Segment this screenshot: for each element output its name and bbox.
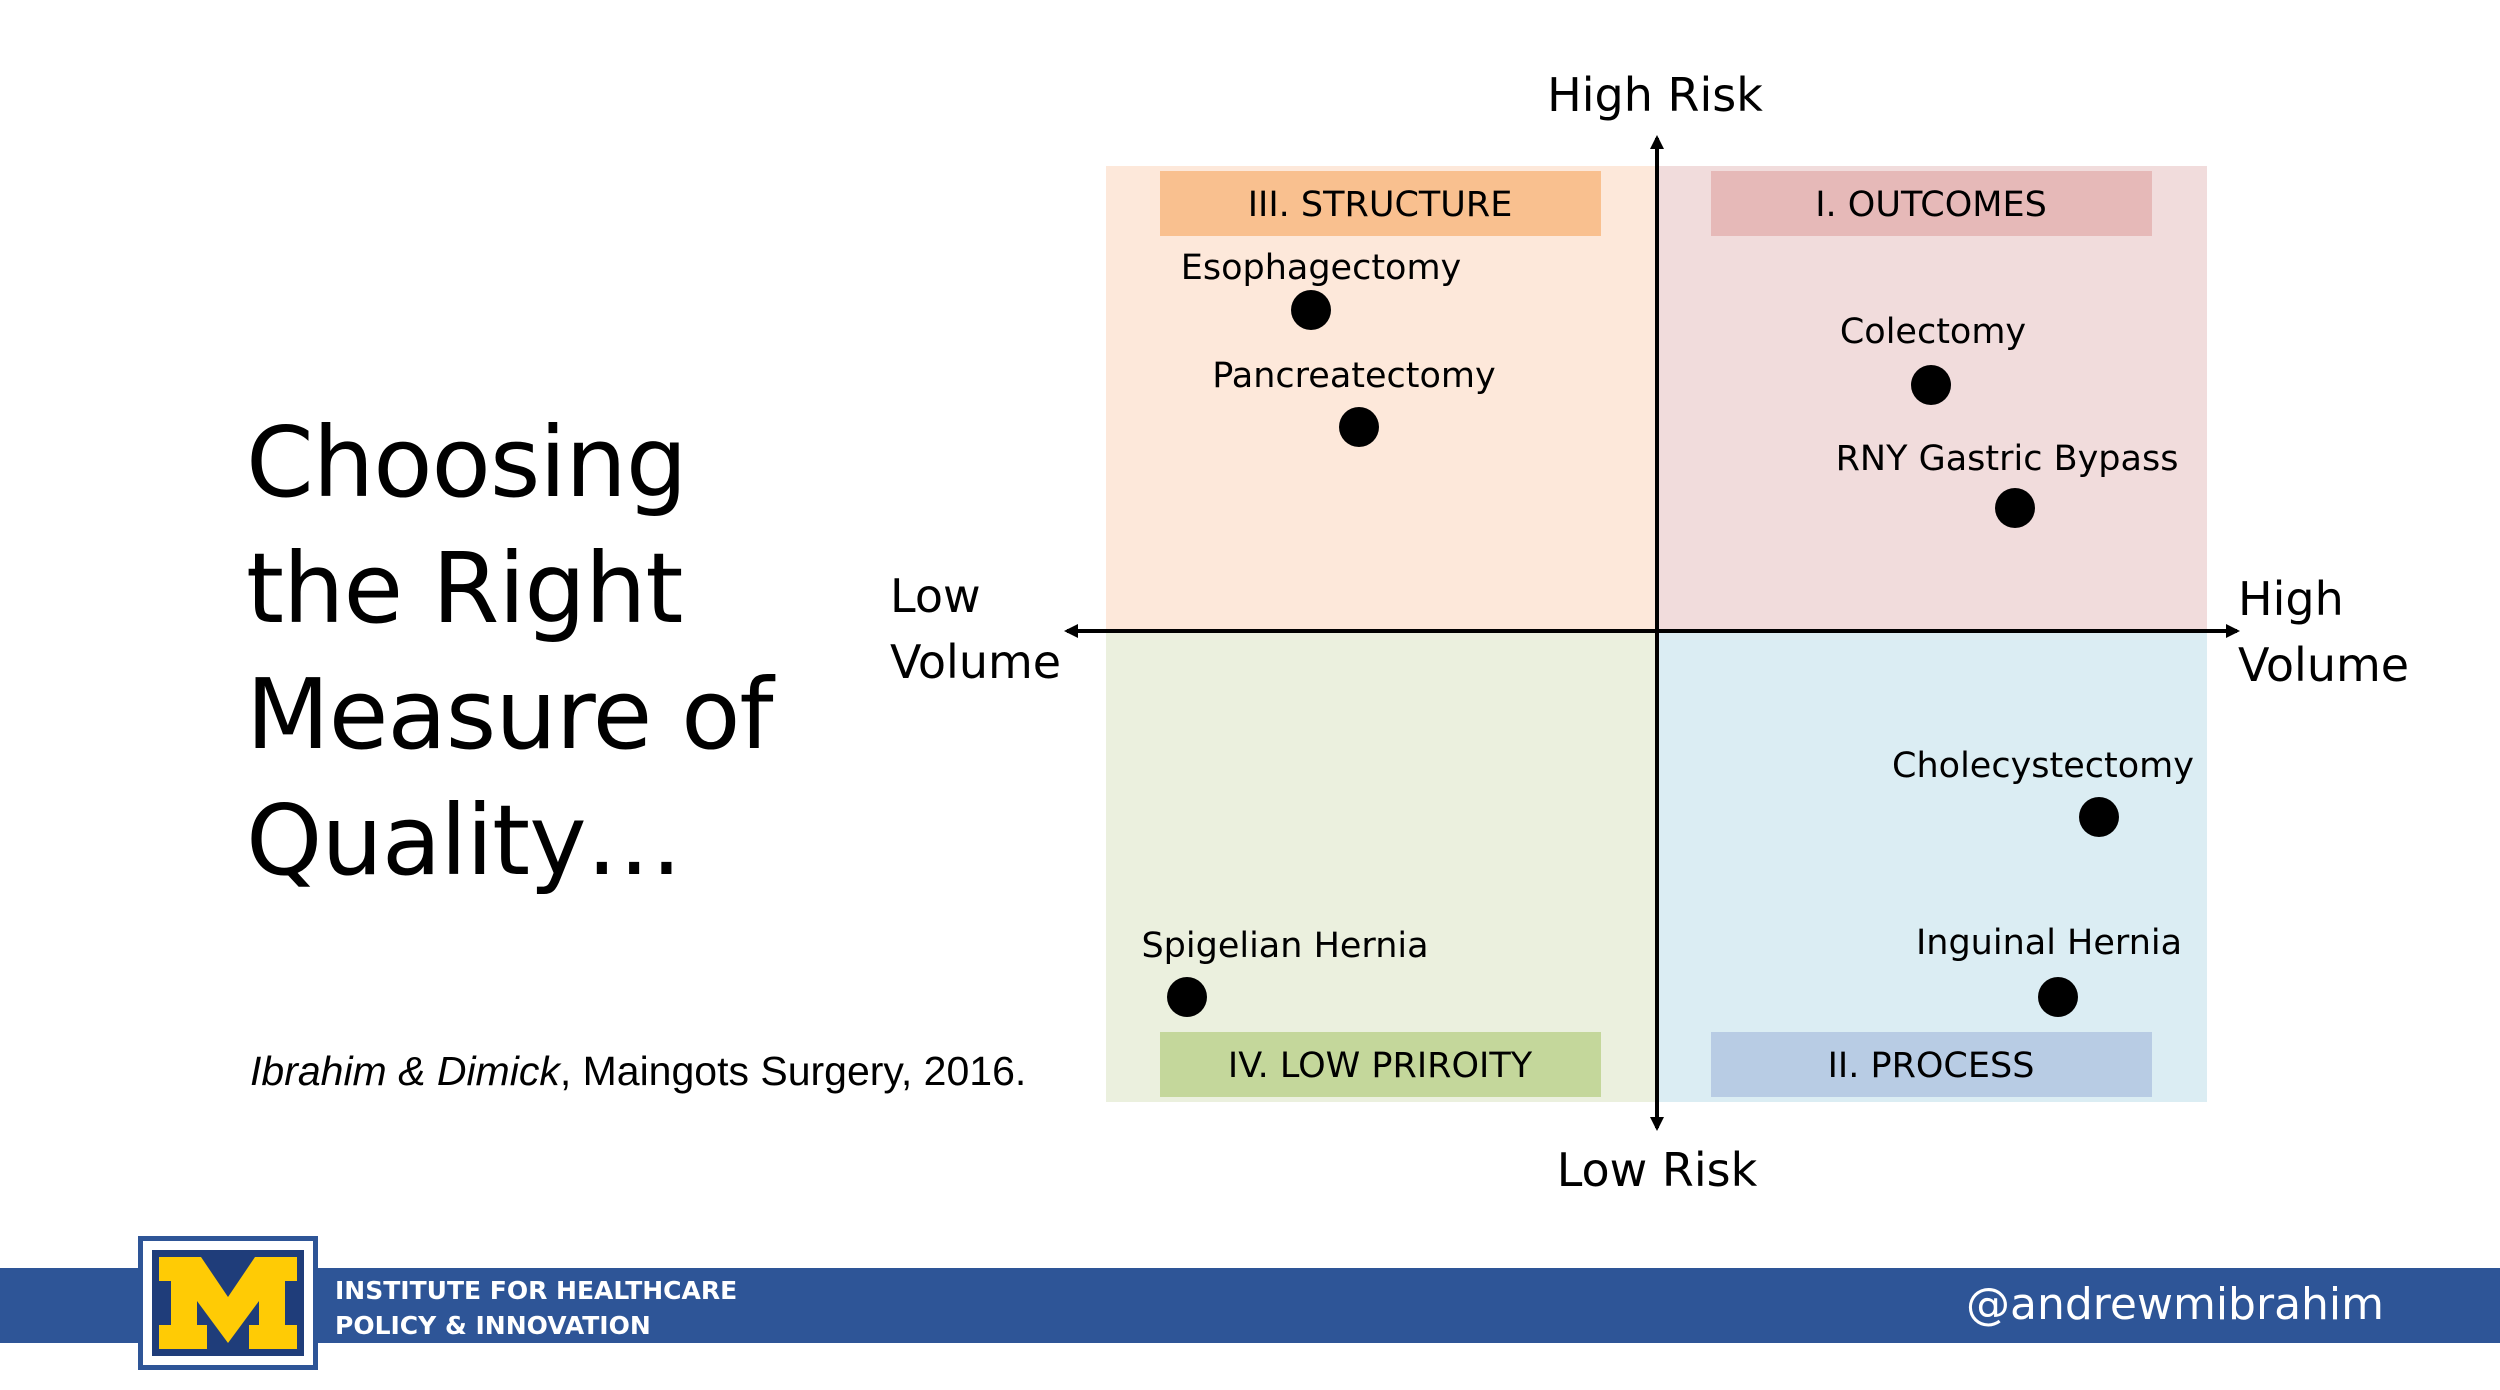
axis-label-low-volume-1: Low xyxy=(890,569,981,623)
point-rny xyxy=(1995,488,2035,528)
procedure-label-colectomy: Colectomy xyxy=(1840,312,2026,352)
procedure-label-spigelian: Spigelian Hernia xyxy=(1141,926,1428,966)
title-line-3: Measure of xyxy=(246,658,774,771)
title-line-2: the Right xyxy=(246,532,683,645)
quadrant-low-priority xyxy=(1106,631,1657,1102)
twitter-handle: @andrewmibrahim xyxy=(1966,1279,2384,1330)
low-priority-label: IV. LOW PRIROITY xyxy=(1228,1046,1533,1086)
procedure-label-pancreatectomy: Pancreatectomy xyxy=(1212,356,1495,396)
point-colectomy xyxy=(1911,365,1951,405)
point-cholecystectomy xyxy=(2079,797,2119,837)
axis-label-high-volume-1: High xyxy=(2238,572,2344,626)
process-label-box xyxy=(1711,1032,2152,1097)
quadrant-process xyxy=(1657,631,2207,1102)
process-label: II. PROCESS xyxy=(1828,1046,2035,1086)
axis-label-low-volume-2: Volume xyxy=(890,635,1061,689)
citation-source: , Maingots Surgery, 2016. xyxy=(559,1048,1027,1094)
outcomes-label-box xyxy=(1711,171,2152,236)
axis-label-high-risk: High Risk xyxy=(1547,68,1763,122)
citation-authors: Ibrahim & Dimick xyxy=(250,1048,560,1094)
footer-bar xyxy=(0,1268,2500,1343)
logo-block-m-icon xyxy=(152,1250,304,1356)
point-spigelian xyxy=(1167,977,1207,1017)
procedure-label-cholecystectomy: Cholecystectomy xyxy=(1892,746,2194,786)
university-logo xyxy=(138,1236,318,1370)
point-pancreatectomy xyxy=(1339,407,1379,447)
citation: Ibrahim & Dimick, Maingots Surgery, 2016… xyxy=(250,1048,1026,1095)
institute-line-2: POLICY & INNOVATION xyxy=(335,1311,651,1340)
title-line-4: Quality… xyxy=(246,784,683,897)
axis-label-low-risk: Low Risk xyxy=(1557,1143,1758,1197)
slide-title: Choosing the Right Measure of Quality… xyxy=(246,400,866,904)
quadrant-structure xyxy=(1106,166,1657,631)
low-priority-label-box xyxy=(1160,1032,1601,1097)
procedure-label-rny: RNY Gastric Bypass xyxy=(1836,439,2179,479)
institute-name: INSTITUTE FOR HEALTHCARE POLICY & INNOVA… xyxy=(335,1273,737,1343)
structure-label: III. STRUCTURE xyxy=(1248,185,1513,225)
block-m-icon xyxy=(159,1257,297,1349)
point-inguinal xyxy=(2038,977,2078,1017)
axis-label-high-volume-2: Volume xyxy=(2238,638,2409,692)
point-esophagectomy xyxy=(1291,290,1331,330)
institute-line-1: INSTITUTE FOR HEALTHCARE xyxy=(335,1276,738,1305)
procedure-label-inguinal: Inguinal Hernia xyxy=(1916,923,2182,963)
structure-label-box xyxy=(1160,171,1601,236)
outcomes-label: I. OUTCOMES xyxy=(1815,185,2047,225)
procedure-label-esophagectomy: Esophagectomy xyxy=(1181,248,1462,288)
title-line-1: Choosing xyxy=(246,406,687,519)
